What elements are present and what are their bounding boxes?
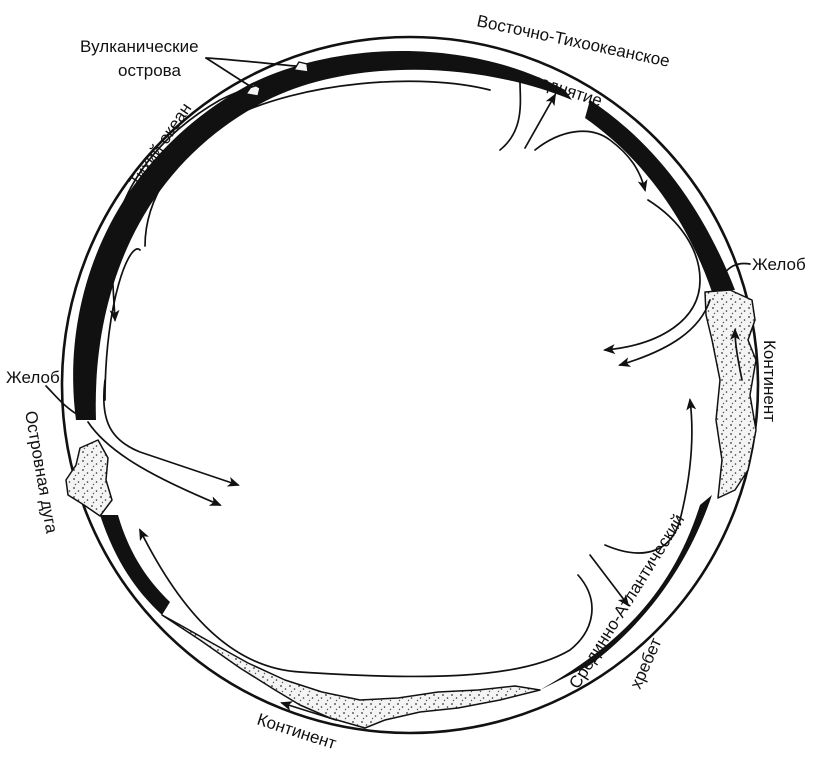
volcanic-island-2 [294,62,308,72]
label-volcanic-islands-2: острова [118,61,181,80]
flow-bottom-return [140,530,592,677]
label-trench-right: Желоб [752,255,806,274]
label-mid-atlantic-1: Срединно-Атлантический [565,511,688,692]
label-east-pacific-1: Восточно-Тихоокеанское [475,11,671,70]
east-pacific-plate-crust [585,100,735,292]
continent-right [705,290,756,498]
leader-volcanic-1 [206,58,250,86]
flow-west-upper [112,67,512,320]
leader-lines [46,58,750,416]
label-east-pacific-2: поднятие [529,70,605,111]
flow-rise-left [500,82,520,150]
label-trench-left: Желоб [6,368,60,387]
label-island-arc: Островная дуга [21,409,61,535]
label-volcanic-islands-1: Вулканические [80,37,199,56]
continent-bottom [162,615,540,728]
flow-descend-left-upper [104,249,238,485]
label-mid-atlantic-2: хребет [626,635,665,692]
pacific-plate-crust [73,51,572,420]
label-continent-right: Континент [760,340,779,422]
flow-west-inner [145,81,490,246]
island-arc-shape [66,440,112,516]
